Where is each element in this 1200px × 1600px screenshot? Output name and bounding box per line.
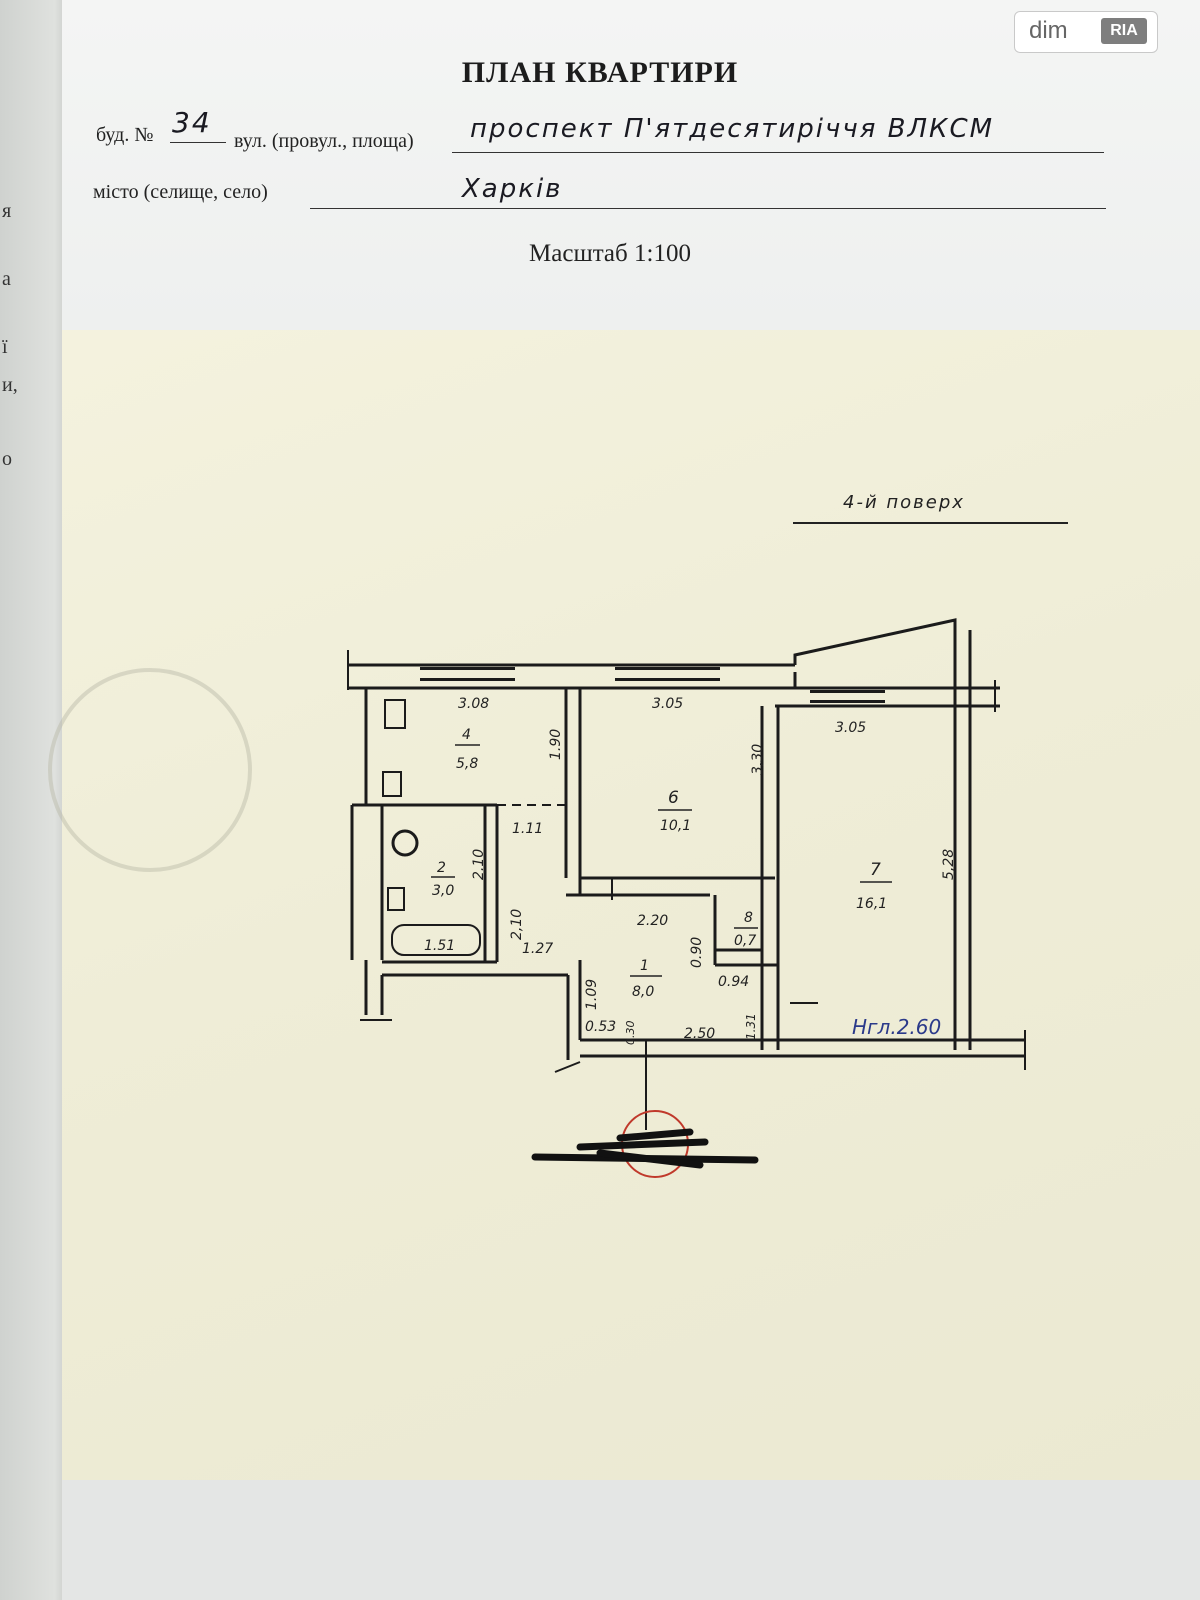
city-label: місто (селище, село): [93, 181, 268, 203]
dimria-watermark: dim RIA: [1014, 11, 1158, 53]
dim-label: 5,28: [941, 849, 957, 880]
margin-letter: о: [2, 448, 12, 470]
dim-label: 1.09: [584, 979, 600, 1010]
street-value: проспект П'ятдесятиріччя ВЛКСМ: [470, 114, 995, 144]
margin-letter: и,: [2, 374, 18, 396]
room-1-area: 8,0: [632, 984, 654, 1000]
bottom-margin: [62, 1480, 1200, 1600]
dim-label: 2.20: [637, 913, 668, 929]
dim-label: 1.11: [512, 821, 543, 837]
walls: [348, 618, 1025, 1060]
document-title: ПЛАН КВАРТИРИ: [461, 56, 739, 89]
dim-label: 2.50: [684, 1026, 715, 1042]
city-value: Харків: [462, 174, 563, 204]
margin-letter: ї: [2, 336, 8, 358]
dim-label: 1.31: [744, 1013, 758, 1040]
form-header-area: [62, 0, 1200, 330]
margin-letter: я: [2, 200, 12, 222]
redacted-signature: [531, 1128, 759, 1169]
watermark-dim: dim: [1029, 17, 1068, 44]
room-7-number: 7: [870, 860, 881, 880]
room-8-number: 8: [744, 910, 753, 926]
room-2-area: 3,0: [432, 883, 454, 899]
dim-label: 1.90: [548, 729, 564, 760]
room-4-area: 5,8: [456, 756, 478, 772]
stove-icon: [384, 699, 406, 729]
dim-label: 2.10: [471, 849, 487, 880]
toilet-icon: [391, 829, 419, 857]
ceiling-height-label: Нгл.2.60: [852, 1015, 941, 1039]
building-value: 34: [172, 106, 212, 139]
windows: [420, 667, 885, 703]
room-8-area: 0,7: [734, 933, 756, 949]
dim-label: 3.08: [458, 696, 489, 712]
room-1-number: 1: [640, 958, 649, 974]
dim-label: 0.90: [689, 937, 705, 968]
dimension-labels: 3.08 3.05 3.05 1.90 3,30 5,28 1.11 2.10 …: [424, 696, 957, 1045]
room-4-number: 4: [462, 727, 471, 743]
section-marks: [347, 650, 1026, 1130]
street-label: вул. (провул., площа): [234, 130, 414, 152]
floor-label: 4-й поверх: [843, 492, 965, 513]
dim-label: 1.27: [522, 941, 553, 957]
document-sheet: [62, 0, 1200, 1600]
room-6-area: 10,1: [660, 818, 691, 834]
room-2-number: 2: [437, 860, 446, 876]
city-underline: [310, 208, 1106, 209]
plan-paper: [62, 330, 1200, 1480]
dim-label: 3,30: [750, 744, 766, 775]
bathtub-icon: [391, 924, 481, 956]
dim-label: 1.51: [424, 938, 455, 954]
room-7-area: 16,1: [856, 896, 887, 912]
dim-label: 0.30: [624, 1021, 637, 1046]
building-label: буд. №: [96, 124, 154, 146]
dim-label: 0.94: [718, 974, 749, 990]
dim-label: 2,10: [509, 909, 525, 940]
scale-label: Масштаб 1:100: [529, 240, 691, 267]
washbasin-icon: [387, 887, 405, 911]
building-underline: [170, 142, 226, 143]
dim-label: 3.05: [835, 720, 866, 736]
faint-stamp: [48, 668, 252, 872]
margin-letter: а: [2, 268, 11, 290]
dim-label: 3.05: [652, 696, 683, 712]
watermark-ria: RIA: [1101, 18, 1147, 44]
street-underline: [452, 152, 1104, 153]
room-labels: 4 5,8 6 10,1 7 16,1 2 3,0 1 8,0 8 0,7: [431, 727, 892, 1000]
room-6-number: 6: [668, 788, 679, 808]
dim-label: 0.53: [585, 1019, 616, 1035]
sink-icon: [382, 771, 402, 797]
